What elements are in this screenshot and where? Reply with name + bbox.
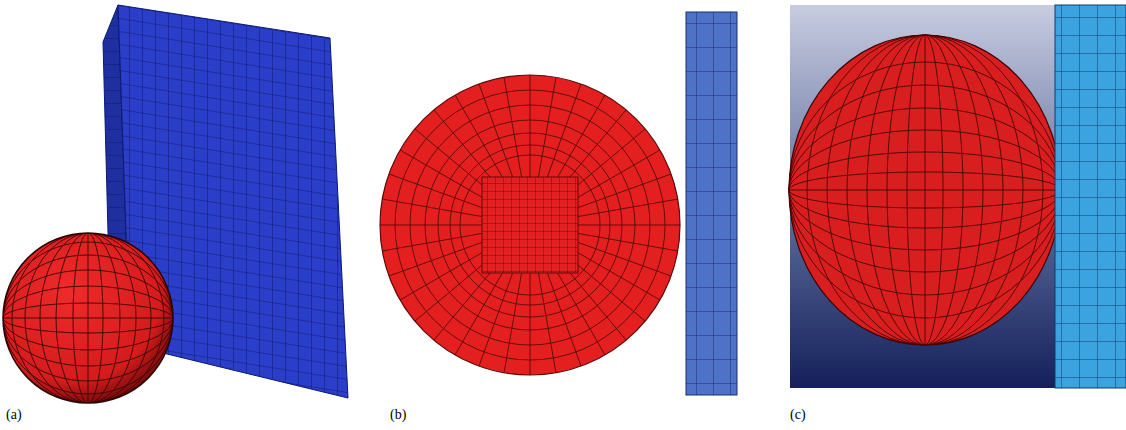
panel-label: (c) — [790, 407, 806, 423]
panel-label: (a) — [6, 407, 22, 423]
panel-label: (b) — [390, 407, 406, 423]
